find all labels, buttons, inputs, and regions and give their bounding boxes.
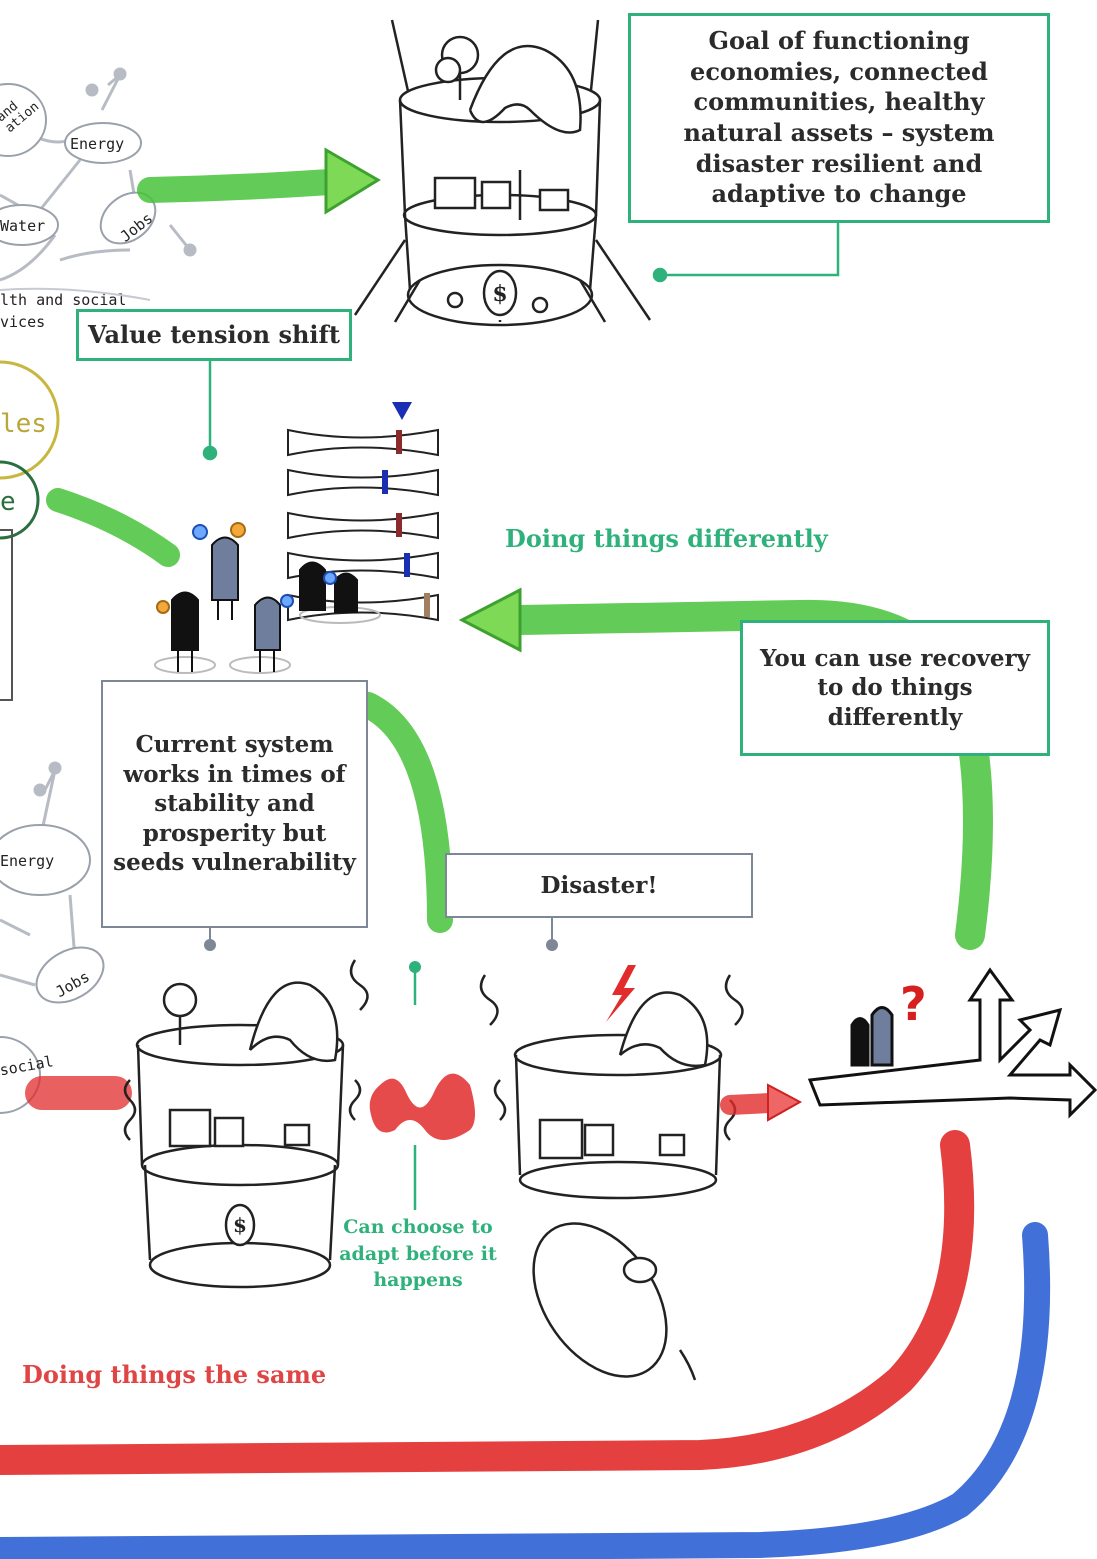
goal-tower-illustration <box>353 19 652 327</box>
use-recovery-box: You can use recovery to do things differ… <box>740 620 1050 756</box>
education-node <box>0 83 47 157</box>
health-node-outline <box>0 287 151 301</box>
value-tension-connector <box>202 360 218 461</box>
lightning-icon <box>606 965 636 1022</box>
energy-node <box>64 122 142 164</box>
marker-triangle <box>392 402 412 420</box>
goal-connector <box>652 222 840 283</box>
dollar-icon: $ <box>492 281 507 307</box>
doing-differently-label: Doing things differently <box>505 524 828 553</box>
water-node <box>0 204 59 246</box>
left-circles <box>0 360 60 701</box>
dollar-icon-current: $ <box>233 1213 247 1237</box>
green-arrow-top <box>137 147 381 215</box>
red-arrow-right <box>720 1083 803 1122</box>
value-tension-shift-box: Value tension shift <box>76 309 352 361</box>
energy-label: Energy <box>70 135 124 153</box>
crossroads-illustration <box>807 967 1097 1119</box>
principles-partial-label: les <box>0 409 47 439</box>
disaster-tower-illustration <box>479 974 744 1381</box>
red-path-same <box>0 1130 975 1475</box>
doing-same-label: Doing things the same <box>22 1360 327 1389</box>
current-system-box: Current system works in times of stabili… <box>101 680 368 928</box>
goal-box: Goal of functioning economies, connected… <box>628 13 1050 223</box>
blue-path <box>0 1222 1051 1559</box>
energy-node-bottom <box>0 824 91 896</box>
green-arrow-arc-middle <box>355 692 453 933</box>
box-connectors <box>204 918 558 1210</box>
e-partial-label: e <box>0 487 16 517</box>
stakeholder-figures <box>154 522 381 674</box>
disaster-box: Disaster! <box>445 853 753 918</box>
water-label: Water <box>0 217 45 235</box>
hazard-squiggle <box>369 1073 475 1140</box>
green-arrow-left <box>46 488 180 567</box>
top-network-nodes <box>0 83 157 246</box>
jobs-node-bottom <box>35 946 105 1004</box>
energy-label-bottom: Energy <box>0 852 54 870</box>
current-system-tower-illustration <box>123 959 369 1289</box>
choose-adapt-label: Can choose to adapt before it happens <box>339 1216 497 1292</box>
question-icon: ? <box>900 977 927 1031</box>
top-network <box>0 67 197 282</box>
